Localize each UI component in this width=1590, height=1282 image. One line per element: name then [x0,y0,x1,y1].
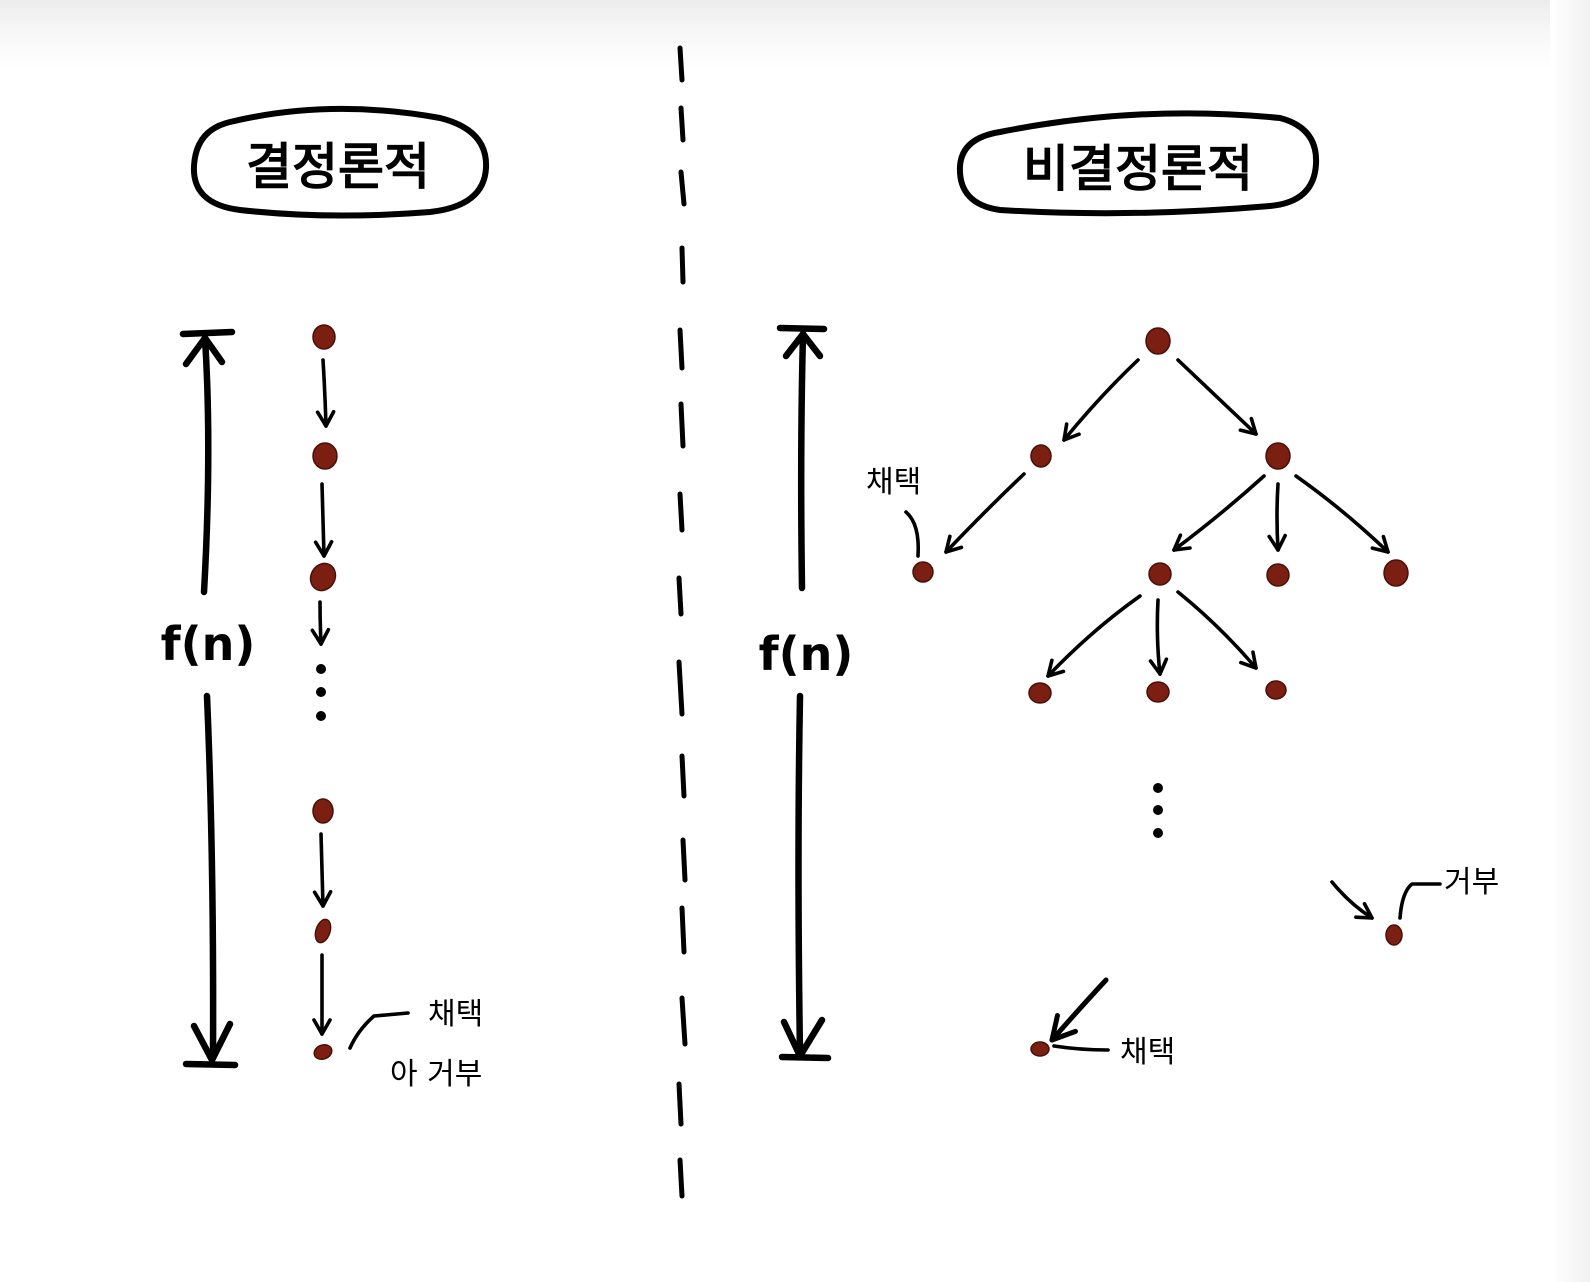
tree-node [1266,563,1290,587]
chain-final-node [313,1043,333,1061]
tree-node [1383,559,1409,587]
left-complexity-arrow [179,328,239,1069]
tree-ellipsis [1153,783,1163,838]
tree-edge [1172,474,1266,552]
tree-node [1265,442,1291,470]
tree-edge [1176,358,1258,436]
lower-accept-edge [1049,977,1109,1043]
tree-node [1146,681,1170,703]
left-complexity-label: f(n) [161,617,256,671]
lower-accept-callout [1052,1044,1110,1052]
right-complexity-label: f(n) [759,627,854,681]
tree-accept-leaf-lower [1030,1041,1050,1057]
tree-accept-leaf [912,561,934,583]
right-title-bubble [956,110,1320,217]
upper-accept-callout [904,510,921,558]
chain-node [312,798,334,824]
tree-edge [1062,358,1140,442]
tree-edge [1046,594,1142,678]
tree-edge [1267,482,1287,552]
reject-label: 거부 [1444,865,1499,900]
right-panel: 비결정론적 f(n) 채택 [759,110,1499,1070]
chain-arrow [315,358,336,428]
tree-edge [1294,474,1390,554]
reject-callout [1398,882,1442,920]
chain-node [314,918,332,944]
left-panel: 결정론적 f(n) 채택 아 거부 [161,105,490,1092]
tree-node [1148,562,1172,586]
chain-node [312,324,336,350]
tree-node [1265,680,1287,700]
right-title: 비결정론적 [1023,140,1253,198]
left-accept-label: 채택 [428,997,483,1032]
left-title-bubble [190,105,490,219]
chain-ellipsis [316,664,326,721]
tree-edge [1176,590,1258,670]
chain-arrow [312,832,333,908]
chain-arrow [313,482,334,558]
chain-node [309,562,337,592]
tree-node [1028,682,1052,704]
tree-node [1030,444,1052,468]
upper-accept-label: 채택 [866,465,921,500]
tree-reject-leaf [1385,924,1403,946]
left-result-callout [348,1011,410,1050]
reject-edge [1330,880,1374,920]
tree-edge [944,472,1026,554]
left-or-reject-label: 아 거부 [390,1057,482,1092]
left-title: 결정론적 [246,138,430,196]
right-complexity-arrow [776,324,832,1062]
tree-edge [1148,598,1169,676]
center-divider [676,45,688,1199]
chain-arrow [310,600,331,646]
chain-node [312,442,338,470]
top-shadow [0,0,1590,70]
right-edge-shadow [1550,0,1590,1282]
tree-root-node [1145,327,1171,355]
lower-accept-label: 채택 [1120,1035,1175,1070]
